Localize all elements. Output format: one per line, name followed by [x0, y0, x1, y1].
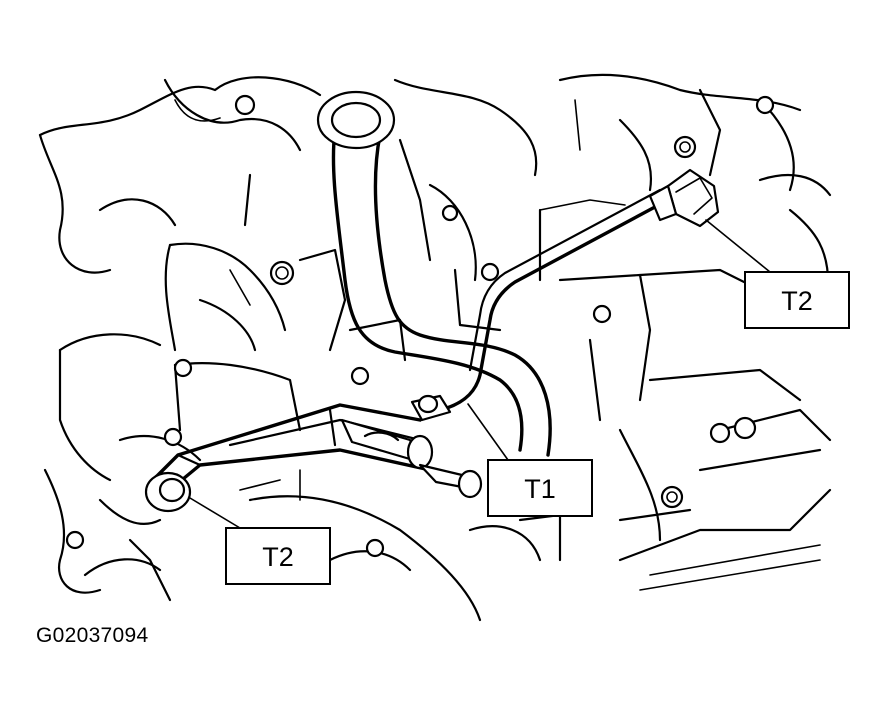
callout-t2-lower-text: T2	[262, 542, 294, 572]
leader-lines	[189, 219, 771, 529]
oil-cooler-pipe	[438, 168, 720, 412]
engine-block-outline	[38, 73, 832, 622]
callout-t1-text: T1	[524, 474, 556, 504]
callout-t2-upper-text: T2	[781, 286, 813, 316]
callout-t1: T1	[487, 459, 593, 517]
callout-t2-upper: T2	[744, 271, 850, 329]
callout-t2-lower: T2	[225, 527, 331, 585]
figure-id: G02037094	[36, 624, 149, 647]
pipe-bracket	[144, 394, 483, 513]
filler-tube	[316, 90, 552, 457]
